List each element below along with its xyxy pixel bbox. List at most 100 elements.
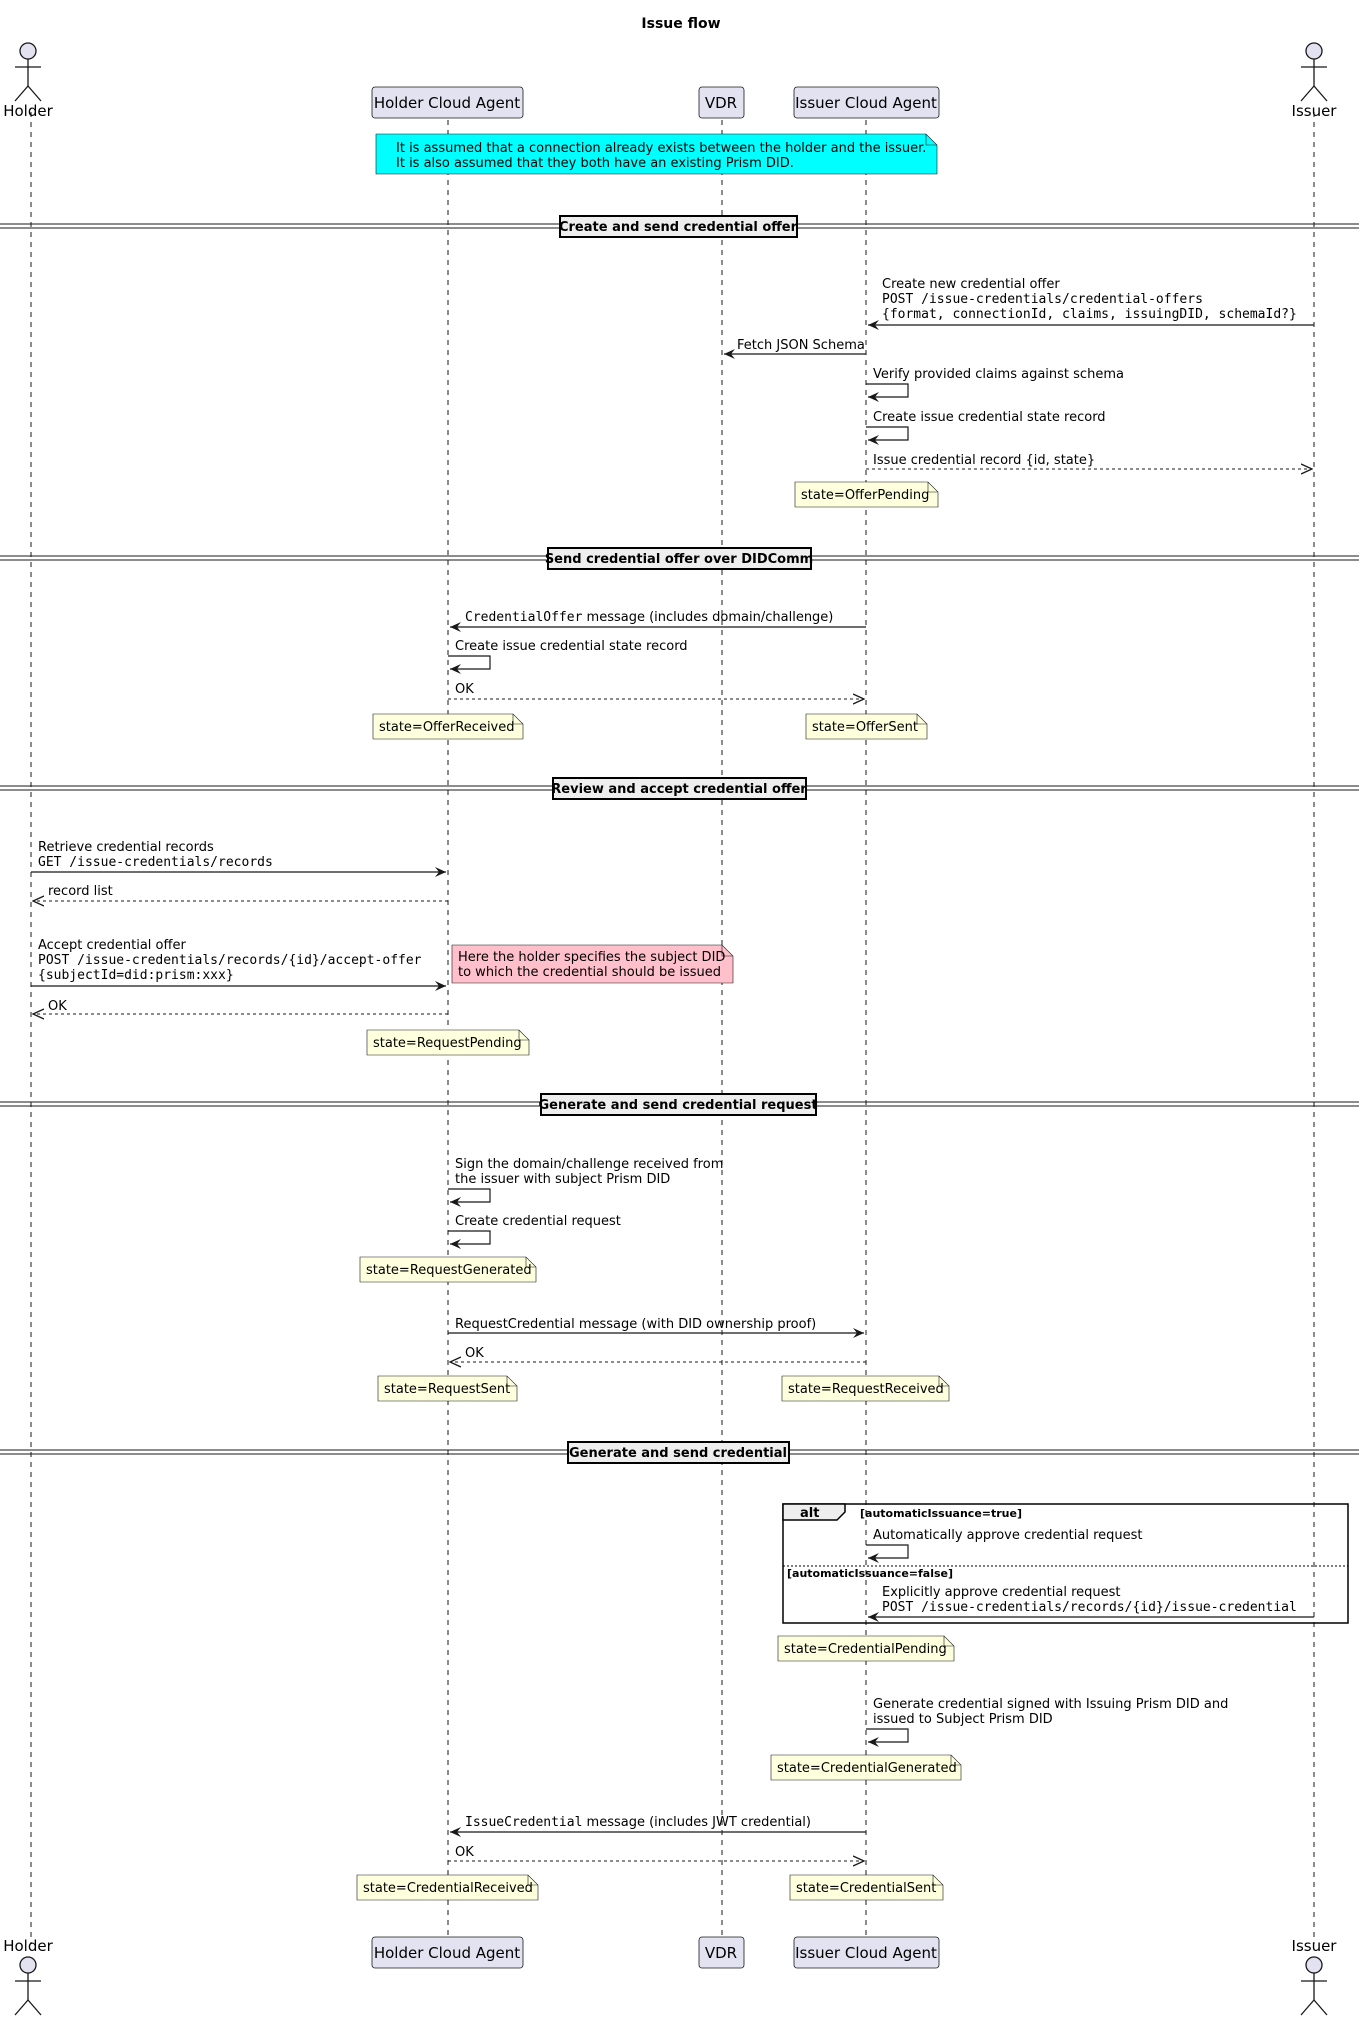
participant-holder-agent-bottom-label: Holder Cloud Agent [374, 1944, 520, 1962]
note-subject-did: Here the holder specifies the subject DI… [451, 944, 734, 984]
note-credential-sent-label: state=CredentialSent [796, 1881, 936, 1896]
message-explicit-approve-line-1: Explicitly approve credential request [882, 1585, 1121, 1600]
message-credential-offer-text: message (includes domain/challenge) [582, 610, 833, 625]
actor-issuer-bottom-label: Issuer [1292, 1937, 1338, 1955]
section-gen-request: Generate and send credential request [0, 1093, 1359, 1116]
message-ok-1: OK [448, 682, 864, 699]
section-review-offer: Review and accept credential offer [0, 777, 1359, 800]
section-create-offer-label: Create and send credential offer [559, 220, 798, 235]
message-issue-credential-code: IssueCredential [465, 1815, 582, 1830]
message-accept-offer-line-3: {subjectId=did:prism:xxx} [38, 968, 234, 983]
diagram-title: Issue flow [641, 16, 720, 32]
section-gen-request-label: Generate and send credential request [538, 1098, 817, 1113]
message-verify-claims-label: Verify provided claims against schema [873, 367, 1124, 382]
note-offer-received-label: state=OfferReceived [379, 720, 515, 735]
message-accept-offer-line-2: POST /issue-credentials/records/{id}/acc… [38, 953, 422, 968]
message-generate-credential: Generate credential signed with Issuing … [866, 1697, 1228, 1747]
actor-holder-label: Holder [3, 102, 53, 120]
actor-issuer-bottom: Issuer [1292, 1937, 1338, 2016]
message-auto-approve: Automatically approve credential request [866, 1528, 1143, 1563]
message-explicit-approve: Explicitly approve credential request PO… [868, 1585, 1314, 1622]
message-fetch-schema: Fetch JSON Schema [724, 338, 866, 359]
note-credential-pending-label: state=CredentialPending [784, 1642, 947, 1657]
message-create-record-issuer-label: Create issue credential state record [873, 410, 1106, 425]
message-verify-claims: Verify provided claims against schema [866, 367, 1124, 402]
note-assumption: It is assumed that a connection already … [375, 133, 938, 175]
section-review-offer-label: Review and accept credential offer [551, 782, 807, 797]
participant-vdr-label: VDR [705, 94, 737, 112]
message-record-list: record list [33, 884, 448, 901]
message-ok-4-label: OK [455, 1845, 474, 1860]
message-generate-credential-line-1: Generate credential signed with Issuing … [873, 1697, 1228, 1712]
note-assumption-line-1: It is assumed that a connection already … [396, 141, 926, 156]
message-sign-challenge-line-2: the issuer with subject Prism DID [455, 1172, 670, 1187]
participant-holder-agent-bottom: Holder Cloud Agent [371, 1936, 524, 1969]
message-credential-offer-label: CredentialOffer message (includes domain… [465, 610, 833, 625]
message-explicit-approve-line-2: POST /issue-credentials/records/{id}/iss… [882, 1600, 1297, 1615]
note-offer-sent: state=OfferSent [805, 713, 928, 740]
message-ok-2-label: OK [48, 999, 67, 1014]
section-send-offer: Send credential offer over DIDComm [0, 547, 1359, 570]
section-create-offer: Create and send credential offer [0, 215, 1359, 238]
message-issue-credential-label: IssueCredential message (includes JWT cr… [465, 1815, 811, 1830]
message-create-record-issuer: Create issue credential state record [866, 410, 1106, 445]
note-credential-received-label: state=CredentialReceived [363, 1881, 533, 1896]
message-create-request-label: Create credential request [455, 1214, 621, 1229]
message-create-record-holder-label: Create issue credential state record [455, 639, 688, 654]
message-issue-record: Issue credential record {id, state} [866, 453, 1312, 469]
message-credential-offer: CredentialOffer message (includes domain… [450, 610, 866, 632]
message-issue-record-label: Issue credential record {id, state} [873, 453, 1095, 468]
message-sign-challenge: Sign the domain/challenge received from … [448, 1157, 723, 1207]
note-offer-pending: state=OfferPending [794, 481, 939, 508]
message-accept-offer: Accept credential offer POST /issue-cred… [31, 938, 446, 991]
note-credential-pending: state=CredentialPending [777, 1635, 955, 1662]
message-ok-1-label: OK [455, 682, 474, 697]
note-request-pending: state=RequestPending [366, 1029, 530, 1056]
note-credential-sent: state=CredentialSent [789, 1874, 944, 1901]
message-auto-approve-label: Automatically approve credential request [873, 1528, 1143, 1543]
message-request-credential-label: RequestCredential message (with DID owne… [455, 1317, 816, 1332]
note-request-sent-label: state=RequestSent [384, 1382, 510, 1397]
participant-holder-agent-top: Holder Cloud Agent [371, 86, 524, 119]
note-offer-pending-label: state=OfferPending [801, 488, 929, 503]
message-generate-credential-line-2: issued to Subject Prism DID [873, 1712, 1053, 1727]
section-send-offer-label: Send credential offer over DIDComm [545, 552, 813, 567]
actor-issuer-top: Issuer [1292, 42, 1337, 120]
note-subject-did-line-2: to which the credential should be issued [458, 965, 721, 980]
note-request-received-label: state=RequestReceived [788, 1382, 944, 1397]
message-accept-offer-line-1: Accept credential offer [38, 938, 186, 953]
message-create-offer-line-3: {format, connectionId, claims, issuingDI… [882, 307, 1297, 322]
note-subject-did-line-1: Here the holder specifies the subject DI… [458, 950, 725, 965]
alt-guard-true: [automaticIssuance=true] [860, 1507, 1022, 1520]
actor-icon [14, 42, 42, 102]
message-ok-3: OK [450, 1346, 866, 1362]
message-ok-4: OK [448, 1845, 864, 1861]
message-ok-3-label: OK [465, 1346, 484, 1361]
note-request-generated-label: state=RequestGenerated [366, 1263, 532, 1278]
alt-keyword: alt [800, 1506, 819, 1521]
participant-vdr-bottom-label: VDR [705, 1944, 737, 1962]
actor-holder-top: Holder [3, 42, 54, 120]
note-credential-generated: state=CredentialGenerated [770, 1754, 962, 1781]
alt-guard-false: [automaticIssuance=false] [787, 1567, 953, 1580]
message-create-offer-line-2: POST /issue-credentials/credential-offer… [882, 292, 1203, 307]
message-retrieve-records-line-1: Retrieve credential records [38, 840, 214, 855]
message-fetch-schema-label: Fetch JSON Schema [737, 338, 865, 353]
message-credential-offer-code: CredentialOffer [465, 610, 583, 625]
participant-holder-agent-label: Holder Cloud Agent [374, 94, 520, 112]
participant-vdr-bottom: VDR [698, 1936, 745, 1969]
actor-icon [1300, 1956, 1328, 2016]
message-ok-2: OK [33, 999, 448, 1014]
message-create-record-holder: Create issue credential state record [448, 639, 688, 674]
actor-holder-bottom-label: Holder [3, 1937, 53, 1955]
message-issue-credential-text: message (includes JWT credential) [582, 1815, 811, 1830]
section-gen-credential-label: Generate and send credential [569, 1446, 787, 1461]
participant-issuer-agent-bottom: Issuer Cloud Agent [793, 1936, 940, 1969]
note-request-pending-label: state=RequestPending [373, 1036, 522, 1051]
message-record-list-label: record list [48, 884, 113, 899]
message-retrieve-records-line-2: GET /issue-credentials/records [38, 855, 273, 870]
message-create-offer: Create new credential offer POST /issue-… [868, 277, 1314, 330]
participant-issuer-agent-label: Issuer Cloud Agent [795, 94, 937, 112]
